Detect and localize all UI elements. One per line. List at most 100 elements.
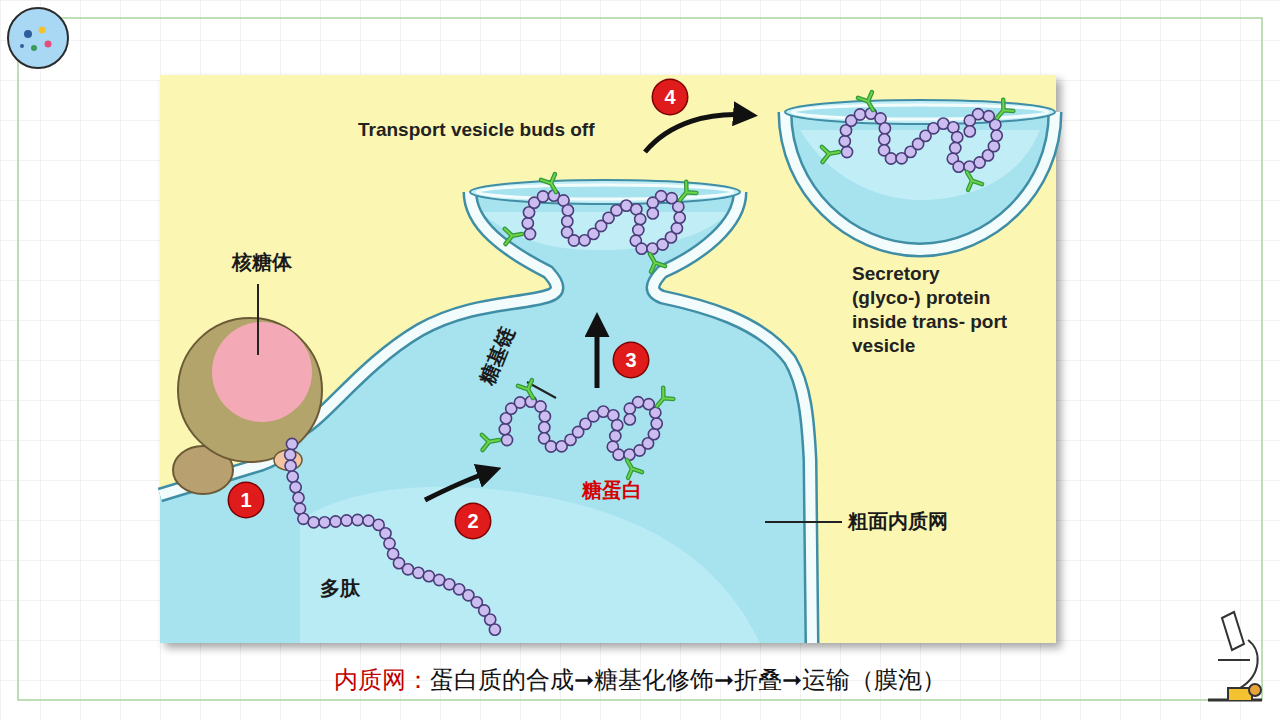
sugar-chain-shape <box>960 169 982 192</box>
part-label: 多肽 <box>320 576 360 600</box>
callout-number: 3 <box>614 343 648 377</box>
vesicle-membrane <box>785 112 1055 250</box>
protein-chains <box>285 90 1015 635</box>
chain-backbone <box>505 401 657 455</box>
step-arrow <box>595 322 600 388</box>
sugar-chain-highlight <box>620 457 642 480</box>
sugar-chain <box>480 432 500 450</box>
amino-acid-bead <box>624 414 635 425</box>
amino-acid-bead <box>384 538 395 549</box>
sugar-chain <box>518 378 540 401</box>
amino-acid-bead <box>885 153 896 164</box>
amino-acid-bead <box>568 235 579 246</box>
polypeptide-chain <box>285 438 501 635</box>
amino-acid-bead <box>287 471 298 482</box>
amino-acid-bead <box>647 197 658 208</box>
sugar-chain <box>503 226 523 244</box>
amino-acid-bead <box>879 123 890 134</box>
corner-icon <box>8 8 68 68</box>
amino-acid-bead <box>991 130 1002 141</box>
callout-number: 4 <box>653 80 687 114</box>
amino-acid-bead <box>545 441 556 452</box>
amino-acid-bead <box>341 515 352 526</box>
sugar-chain-shape <box>820 144 840 162</box>
amino-acid-bead <box>612 420 623 431</box>
amino-acid-bead <box>308 517 319 528</box>
chain-backbone <box>528 195 680 249</box>
amino-acid-bead <box>413 567 424 578</box>
amino-acid-bead <box>953 161 964 172</box>
amino-acid-bead <box>319 517 330 528</box>
amino-acid-bead <box>666 193 677 204</box>
sugar-chain-highlight <box>820 144 840 162</box>
leader-line <box>765 521 842 523</box>
ribosome <box>173 318 322 494</box>
amino-acid-bead <box>651 418 662 429</box>
amino-acid-bead <box>952 132 963 143</box>
amino-acid-bead <box>647 208 658 219</box>
er-lumen <box>160 192 812 643</box>
glycoprotein <box>480 378 675 479</box>
sugar-chain <box>541 172 563 195</box>
amino-acid-bead <box>293 492 304 503</box>
sugar-chain-shape <box>541 172 563 195</box>
amino-acid-bead <box>539 411 550 422</box>
amino-acid-bead <box>402 564 413 575</box>
amino-acid-bead <box>562 205 573 216</box>
amino-acid-bead <box>286 438 297 449</box>
sugar-chain <box>992 100 1015 123</box>
sugar-chain-highlight <box>643 251 665 274</box>
sugar-chain-highlight <box>518 378 540 401</box>
sugar-chain-shape <box>992 100 1015 123</box>
amino-acid-bead <box>613 449 624 460</box>
amino-acid-bead <box>983 111 994 122</box>
amino-acid-bead <box>964 115 975 126</box>
chain-backbone <box>290 444 495 630</box>
sugar-chain-shape <box>643 251 665 274</box>
sugar-chain-shape <box>675 182 698 205</box>
amino-acid-bead <box>562 216 573 227</box>
amino-acid-bead <box>643 399 654 410</box>
caption: 蛋白质的合成➞糖基化修饰➞折叠➞运输（膜泡） <box>430 664 946 696</box>
chain-backbone <box>845 113 997 167</box>
amino-acid-bead <box>499 424 510 435</box>
amino-acid-bead <box>950 142 961 153</box>
sugar-chain-highlight <box>480 432 500 450</box>
amino-acid-bead <box>648 429 659 440</box>
sugar-chain-highlight <box>652 388 675 411</box>
leader-line <box>257 284 259 355</box>
amino-acid-bead <box>674 212 685 223</box>
step-label: Secretory (glyco-) protein inside trans-… <box>852 262 1012 358</box>
slide-frame <box>18 18 1262 700</box>
sugar-chain <box>820 144 840 162</box>
sugar-chain-highlight <box>992 100 1015 123</box>
sugar-chain-shape <box>858 90 880 113</box>
amino-acid-bead <box>841 146 852 157</box>
vesicle-rim <box>785 100 1055 124</box>
sugar-chain <box>652 388 675 411</box>
sugar-chain-highlight <box>960 169 982 192</box>
er-membrane <box>160 192 812 643</box>
amino-acid-bead <box>285 460 296 471</box>
amino-acid-bead <box>290 482 301 493</box>
amino-acid-bead <box>522 218 533 229</box>
er-membrane-outline <box>160 192 812 643</box>
amino-acid-bead <box>988 141 999 152</box>
bud-highlight <box>480 212 730 250</box>
sugar-chain <box>960 169 982 192</box>
sugar-chain <box>675 182 698 205</box>
sugar-chain-highlight <box>858 90 880 113</box>
amino-acid-bead <box>524 228 535 239</box>
sugar-chain-shape <box>652 388 675 411</box>
illustration-panel <box>160 75 1056 643</box>
vesicle-membrane-outline <box>785 112 1055 250</box>
callout-number: 1 <box>229 483 263 517</box>
sugar-chain-shape <box>620 457 642 480</box>
step-label: Transport vesicle buds off <box>358 118 598 142</box>
sugar-chain-highlight <box>503 226 523 244</box>
glycoprotein <box>820 90 1015 191</box>
amino-acid-bead <box>514 397 525 408</box>
amino-acid-bead <box>879 134 890 145</box>
